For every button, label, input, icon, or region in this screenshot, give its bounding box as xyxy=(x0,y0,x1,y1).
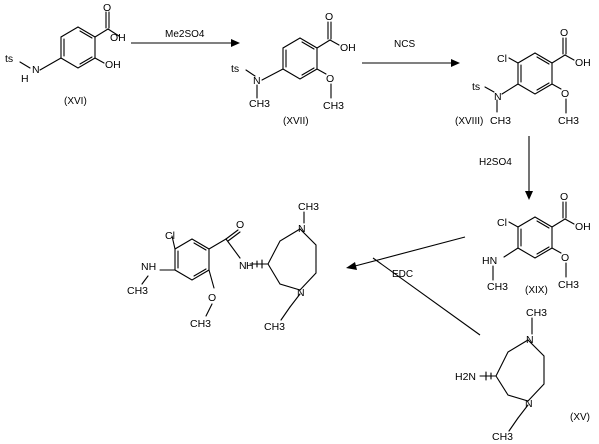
product-amide-h-label: H xyxy=(246,260,254,272)
compound-xviii-structure xyxy=(484,37,575,114)
reagent-h2so4: H2SO4 xyxy=(479,157,512,168)
xvii-o-label: O xyxy=(325,11,333,23)
product-nh-ch3-label: CH3 xyxy=(127,285,148,297)
xvii-n-ch3-label: CH3 xyxy=(249,98,270,110)
xvi-o-label: O xyxy=(103,2,111,14)
xvii-ts-label: ts xyxy=(231,63,239,75)
product-nh-label: NH xyxy=(141,261,156,273)
xvi-cooh-label: OH xyxy=(110,32,126,44)
xv-ch3-bottom-label: CH3 xyxy=(492,431,513,443)
product-ome-ch3-label: CH3 xyxy=(190,318,211,330)
xvii-ome-o-label: O xyxy=(326,73,334,85)
compound-xvi-structure xyxy=(19,11,120,71)
reagent-ncs: NCS xyxy=(394,39,415,50)
xvii-ome-ch3-label: CH3 xyxy=(323,100,344,112)
product-n-top-label: N xyxy=(298,223,306,235)
xviii-ome-o-label: O xyxy=(561,88,569,100)
compound-xix-structure xyxy=(492,201,575,281)
product-amide-o-label: O xyxy=(236,219,244,231)
compound-label-xv: (XV) xyxy=(570,412,590,423)
xvi-ts-label: ts xyxy=(5,53,13,65)
xviii-ts-label: ts xyxy=(472,81,480,93)
product-n-bottom-ch3-label: CH3 xyxy=(264,321,285,333)
product-n-bottom-label: N xyxy=(297,287,305,299)
xix-ome-ch3-label: CH3 xyxy=(558,279,579,291)
xviii-cl-label: Cl xyxy=(497,53,507,65)
xvi-h-label: H xyxy=(21,73,29,85)
final-product-structure xyxy=(141,211,317,321)
xviii-n-ch3-label: CH3 xyxy=(490,115,511,127)
xix-cooh-label: OH xyxy=(575,221,591,233)
reaction-arrow-4-branch xyxy=(372,257,481,336)
product-amide-n-label: N xyxy=(239,260,247,272)
compound-label-xix: (XIX) xyxy=(525,285,548,296)
xix-n-ch3-label: CH3 xyxy=(487,281,508,293)
xviii-o-label: O xyxy=(560,27,568,39)
xvi-n-label: N xyxy=(32,64,40,76)
product-ome-o-label: O xyxy=(208,292,216,304)
compound-label-xviii: (XVIII) xyxy=(455,116,483,127)
xv-ch3-top-label: CH3 xyxy=(526,307,547,319)
xvii-cooh-label: OH xyxy=(340,42,356,54)
compound-label-xvi: (XVI) xyxy=(64,96,87,107)
xviii-ome-ch3-label: CH3 xyxy=(558,115,579,127)
reaction-arrow-4 xyxy=(354,236,466,267)
xv-n-top-label: N xyxy=(526,334,534,346)
reaction-arrow-4-head xyxy=(346,262,357,270)
xix-cl-label: Cl xyxy=(497,217,507,229)
reaction-arrow-2-head xyxy=(451,59,460,67)
product-cl-label: Cl xyxy=(165,230,175,242)
xv-n-bottom-label: N xyxy=(525,398,533,410)
reagent-me2so4: Me2SO4 xyxy=(165,29,205,40)
reagent-edc: EDC xyxy=(392,269,413,280)
xvi-oh-label: OH xyxy=(105,59,121,71)
compound-xvii-structure xyxy=(245,21,340,99)
xix-hn-label: HN xyxy=(482,255,497,267)
xviii-cooh-label: OH xyxy=(575,57,591,69)
xviii-n-label: N xyxy=(494,91,502,103)
xix-o-label: O xyxy=(560,191,568,203)
xv-h2n-label: H2N xyxy=(455,371,476,383)
xix-ome-o-label: O xyxy=(561,252,569,264)
xvii-n-label: N xyxy=(253,75,261,87)
reaction-arrow-3-head xyxy=(525,191,533,200)
product-n-top-ch3-label: CH3 xyxy=(298,201,319,213)
compound-xv-structure xyxy=(479,317,545,432)
reaction-arrow-1-head xyxy=(231,39,240,47)
compound-label-xvii: (XVII) xyxy=(283,116,309,127)
